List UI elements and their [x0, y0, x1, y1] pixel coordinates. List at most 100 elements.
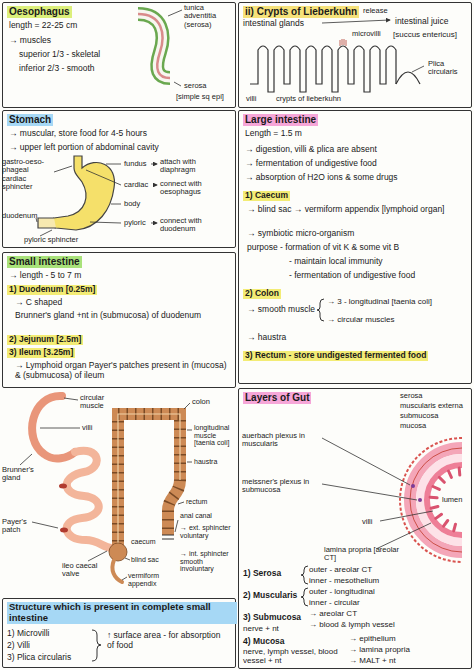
part-label: villi	[362, 518, 372, 526]
note-text: → blind sac → vermiform appendix [lympho…	[247, 205, 444, 215]
leader-line	[122, 577, 127, 580]
part-label: caecum	[131, 538, 156, 546]
note-text: Length = 1.5 m	[245, 129, 302, 139]
oesophagus-wall	[138, 14, 170, 78]
part-label: longitudinal muscle [taenia coli]	[194, 424, 234, 447]
section-heading: ii) Crypts of Lieberkuhn	[243, 6, 359, 18]
part-label: serosa	[184, 82, 207, 90]
part-label: crypts of lieberkuhn	[276, 95, 341, 103]
taenia-line	[118, 414, 180, 550]
part-label: lumen	[442, 496, 462, 504]
leader-line	[178, 502, 184, 504]
note-text: intestinal glands	[243, 19, 304, 29]
leader-line	[20, 454, 32, 465]
note-text: inner - mesothelium	[309, 576, 379, 585]
note-text: → symbiotic micro-organism	[247, 229, 354, 239]
part-label: tunica adventitia (serosa)	[184, 4, 234, 29]
link-arrow	[151, 223, 157, 224]
note-text: → fermentation of undigestive food	[245, 159, 377, 169]
part-label: gastro-oeso-phageal cardiac sphincter	[2, 158, 52, 191]
part-label: villi	[246, 95, 256, 103]
note-text: ↑ surface area - for absorption of food	[107, 631, 227, 651]
section-heading: Layers of Gut	[243, 392, 311, 404]
part-label: pyloric	[124, 219, 146, 227]
plica-fold	[396, 72, 420, 84]
note-text: - fermentation of undigestive food	[289, 271, 415, 281]
section-box: Layers of Gut 1) Serosa outer - areolar CT…	[238, 388, 472, 669]
leader-line	[106, 164, 121, 165]
section-heading: Structure which is present in complete s…	[7, 602, 237, 624]
plexus-dot	[411, 484, 415, 488]
part-label: lamina propria [areolar CT]	[324, 546, 402, 563]
note-text: 2) Colon	[243, 289, 281, 299]
note-text: intestinal juice	[395, 17, 448, 27]
note-text: inferior 2/3 - smooth	[19, 64, 95, 74]
leader-line	[175, 520, 178, 532]
duodenum-tube	[32, 396, 75, 459]
microvilli-brush	[340, 39, 346, 46]
note-text: 3) Ileum [3.25m]	[7, 348, 75, 358]
note-text: → absorption of H2O ions & some drugs	[245, 173, 398, 183]
section-box: Structure which is present in complete s…	[2, 598, 236, 668]
leader-line	[88, 551, 107, 561]
leader-line	[54, 166, 72, 172]
release-arrow	[322, 20, 390, 23]
note-text: 2) Muscularis	[243, 591, 297, 601]
bracket	[301, 566, 308, 584]
villi-outline	[250, 46, 396, 92]
part-label: → ext. sphincter voluntary	[180, 524, 234, 539]
note-text: → smooth muscle	[247, 305, 315, 315]
payers-patch	[59, 484, 67, 489]
part-label: [simple sq epi]	[176, 93, 232, 101]
haustra-marks	[118, 414, 180, 550]
part-label: auerbach plexus in muscularis	[242, 432, 320, 449]
part-label: Payer's patch	[2, 518, 42, 535]
note-text: → Lymphoid organ Payer's patches present…	[15, 361, 229, 381]
note-text: → haustra	[247, 333, 286, 343]
part-label: serosa	[400, 392, 423, 400]
note-text: → digestion, villi & plica are absent	[245, 145, 377, 155]
leader-line	[174, 82, 181, 86]
part-label: body	[124, 200, 140, 208]
leader-line	[322, 484, 417, 500]
note-text: outer - areolar CT	[309, 565, 372, 574]
note-text: 1) Serosa	[243, 569, 281, 579]
bracket	[301, 588, 308, 606]
note-text: length = 22-25 cm	[9, 21, 77, 31]
note-text: → epithelium	[349, 634, 396, 643]
note-text: → 3 - longitudinal [taenia coli]	[327, 297, 432, 306]
part-label: submucosa	[400, 412, 438, 420]
part-label: haustra	[194, 458, 217, 466]
leader-line	[86, 170, 121, 185]
plexus-dot	[418, 498, 422, 502]
note-text: 3) Rectum - store undigested fermented f…	[243, 351, 428, 361]
part-label: ileo caecal valve	[62, 562, 106, 579]
leader-line	[380, 511, 433, 521]
leader-line	[125, 558, 130, 560]
leader-line	[322, 438, 410, 485]
note-text: → length - 5 to 7 m	[9, 271, 81, 281]
section-box: ii) Crypts of Lieberkuhnintestinal gland…	[238, 2, 472, 108]
note-text: superior 1/3 - skeletal	[19, 50, 100, 60]
bracket	[317, 299, 324, 321]
leader-line	[90, 222, 121, 223]
note-text: nerve, lymph vessel, blood vessel + nt	[243, 647, 343, 665]
duodenum-tube	[38, 218, 56, 228]
stomach-shape	[50, 156, 114, 230]
note-text: 1) Caecum	[243, 191, 290, 201]
part-label: rectum	[186, 498, 207, 506]
bracket	[92, 630, 101, 661]
note-text: → blood & lymph vessel	[309, 620, 395, 629]
note-text: → circular muscles	[327, 315, 395, 324]
oesophagus-mucosa	[138, 14, 170, 78]
caecum-sac	[109, 543, 127, 561]
leader-line	[64, 398, 78, 400]
muscularis-ring	[410, 448, 462, 552]
section-heading: Large intestine	[243, 114, 318, 126]
note-text: → MALT + nt	[349, 656, 396, 665]
part-label: Brunner's gland	[2, 466, 36, 483]
note-text: outer - longitudinal	[309, 587, 375, 596]
part-label: meissner's plexus in submucosa	[242, 478, 320, 495]
